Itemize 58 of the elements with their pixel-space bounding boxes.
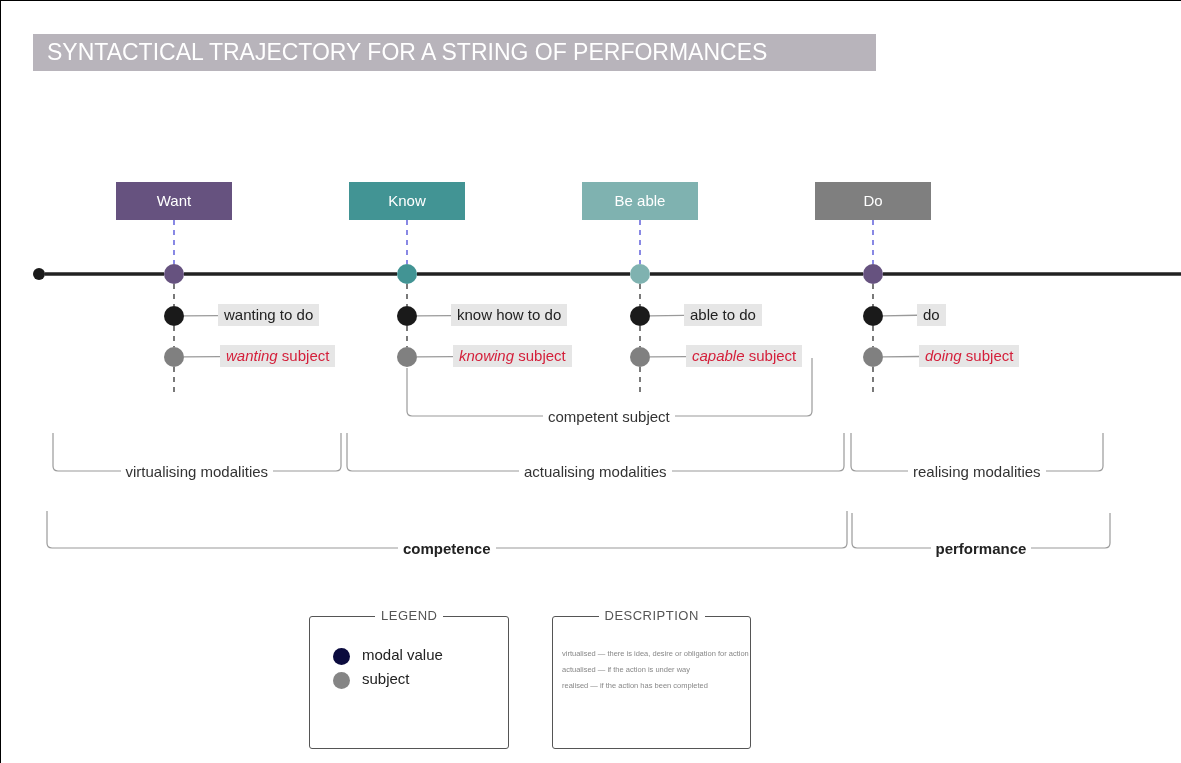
leader-line [882, 355, 920, 358]
modality-box: Do [815, 182, 931, 220]
timeline-start-dot [33, 268, 45, 280]
subject-dot [164, 347, 184, 367]
timeline-dot [863, 264, 883, 284]
subject-label: doing subject [919, 345, 1020, 367]
timeline-dot [630, 264, 650, 284]
dashed-connector [173, 366, 175, 394]
timeline [45, 272, 164, 276]
dashed-connector [639, 283, 641, 307]
modal-value-dot [863, 306, 883, 326]
timeline [417, 272, 630, 276]
leader-line [416, 314, 452, 317]
modal-value-label: able to do [684, 304, 762, 326]
dashed-connector [872, 219, 874, 265]
leader-line [882, 314, 918, 317]
panel-title: LEGEND [375, 608, 444, 623]
dashed-connector [406, 219, 408, 265]
dashed-connector [639, 325, 641, 348]
subject-label: capable subject [686, 345, 803, 367]
dashed-connector [872, 283, 874, 307]
legend-text: subject [362, 670, 410, 687]
dashed-connector [872, 366, 874, 394]
modality-box: Want [116, 182, 232, 220]
subject-dot [397, 347, 417, 367]
modal-value-label: know how to do [451, 304, 568, 326]
timeline-dot [164, 264, 184, 284]
modal-value-label: wanting to do [218, 304, 320, 326]
modality-box: Be able [582, 182, 698, 220]
leader-line [183, 355, 221, 358]
timeline [650, 272, 863, 276]
dashed-connector [173, 283, 175, 307]
modal-value-dot [164, 306, 184, 326]
modality-box: Know [349, 182, 465, 220]
modal-value-label: do [917, 304, 946, 326]
subject-dot [630, 347, 650, 367]
dashed-connector [639, 366, 641, 394]
title-banner: SYNTACTICAL TRAJECTORY FOR A STRING OF PERFORMANCES [33, 34, 876, 71]
leader-line [649, 314, 685, 317]
subject-label: knowing subject [453, 345, 572, 367]
dashed-connector [406, 325, 408, 348]
leader-line [416, 355, 454, 358]
subject-label: wanting subject [220, 345, 336, 367]
timeline [184, 272, 397, 276]
modal-value-dot [630, 306, 650, 326]
dashed-connector [639, 219, 641, 265]
leader-line [649, 355, 687, 358]
modal-value-dot [397, 306, 417, 326]
dashed-connector [173, 219, 175, 265]
leader-line [183, 314, 219, 317]
legend-text: modal value [362, 646, 443, 663]
timeline [883, 272, 1181, 276]
dashed-connector [406, 283, 408, 307]
panel-title: DESCRIPTION [598, 608, 705, 623]
dashed-connector [872, 325, 874, 348]
dashed-connector [173, 325, 175, 348]
subject-dot [863, 347, 883, 367]
timeline-dot [397, 264, 417, 284]
